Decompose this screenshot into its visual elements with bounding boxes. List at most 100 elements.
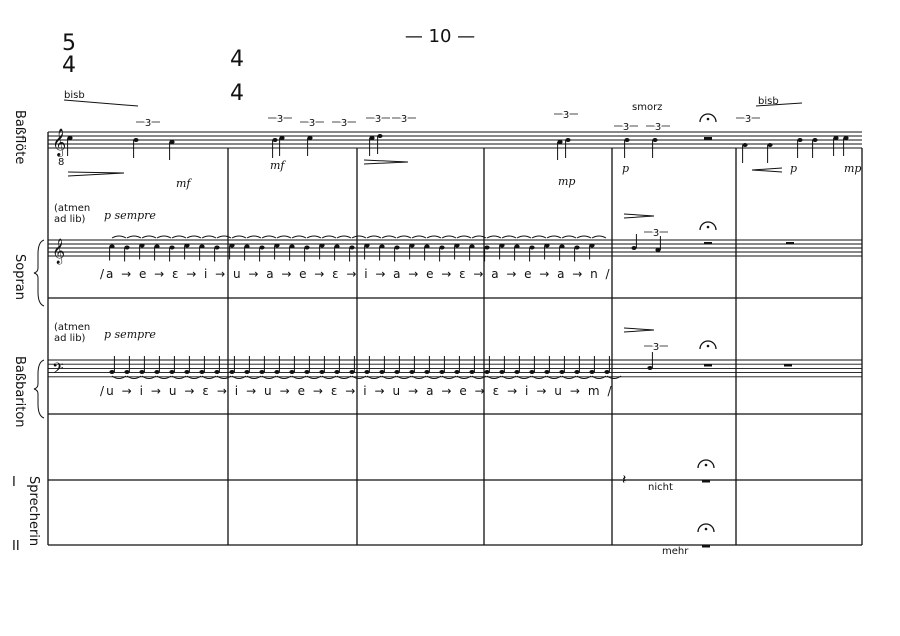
tie [501,235,517,239]
tie [231,375,247,379]
decrescendo-hairpin [67,171,125,177]
notehead [379,370,385,374]
label-flute: Baßflöte [12,110,27,164]
tie [471,235,487,239]
notehead [274,243,280,248]
tie [261,375,277,379]
tie [321,375,337,379]
fermatas [697,113,717,533]
notehead [349,370,355,374]
notehead [767,143,773,147]
tie [351,375,367,379]
notehead [409,243,415,248]
tie [216,235,232,239]
notehead [377,134,383,138]
notehead [394,245,400,250]
tie [336,235,352,239]
tie [186,375,202,379]
notehead [652,138,658,142]
notehead [184,370,190,374]
rest [704,364,712,367]
notehead [279,136,285,140]
notehead [133,138,139,142]
decrescendo-hairpin [363,159,409,165]
notehead [604,370,610,374]
decrescendo-hairpin [623,327,655,333]
notehead [319,370,325,374]
bisb-arrow [63,99,139,107]
time-sig-bottom: 4 [230,81,244,106]
notehead [514,244,520,249]
tie [366,235,382,239]
notehead [655,248,661,252]
notehead [589,370,595,374]
treble-clef-icon: 𝄞 [52,128,66,157]
notehead [274,370,280,374]
tie [306,375,322,379]
tie [246,375,262,379]
system-frame [47,132,863,546]
notehead [797,138,803,142]
tie [126,235,142,239]
triplet-number: 3 [623,122,629,133]
tie [171,375,187,379]
notehead [469,244,475,249]
fermata-icon [699,340,717,350]
fermata-dot [706,344,710,348]
octave-mark: 8 [58,157,64,168]
dynamic-p-sempre: p sempre [104,328,156,341]
tie [561,235,577,239]
tie [291,375,307,379]
tie [111,375,127,379]
bisb-marking: bisb [64,90,85,101]
notehead [529,370,535,374]
notehead [169,140,175,144]
speaker-word-mehr: mehr [662,546,689,557]
tie [486,235,502,239]
tie [201,235,217,239]
notehead [647,366,653,370]
notehead [289,370,295,374]
tie [441,235,457,239]
notehead [499,370,505,374]
notehead [349,245,355,250]
label-speaker-2: II [12,539,20,554]
label-baritone: Baßbariton [12,356,27,428]
tie [276,235,292,239]
fermata-icon [697,523,715,533]
tie [171,235,187,239]
decrescendo-hairpin [623,213,655,219]
smorz-marking: smorz [632,102,662,113]
notehead [229,370,235,374]
tie [426,375,442,379]
notehead [334,244,340,249]
time-sig-top: 5 [62,31,76,56]
baritone-vowel-sequence: /u → i → u → ɛ → i → u → e → ɛ → i → u →… [100,384,612,398]
notehead [565,138,571,142]
notehead [364,370,370,374]
tie [411,235,427,239]
fermata-dot [704,463,708,467]
notehead [289,244,295,249]
tie [216,375,232,379]
rest [784,364,792,367]
bisb-arrow [755,102,803,107]
notehead [624,138,630,142]
time-signature-5-4: 5 4 [62,31,76,78]
breath-instruction: (atmen ad lib) [54,322,91,344]
tie [516,375,532,379]
notehead [559,244,565,249]
tie [561,375,577,379]
tie [246,235,262,239]
notehead [742,143,748,147]
notehead [574,370,580,374]
tie [336,375,352,379]
label-speaker: Sprecherin [26,476,41,546]
notehead [319,243,325,248]
tie [306,235,322,239]
tie [141,235,157,239]
tie [456,235,472,239]
tie [291,235,307,239]
tie [231,235,247,239]
